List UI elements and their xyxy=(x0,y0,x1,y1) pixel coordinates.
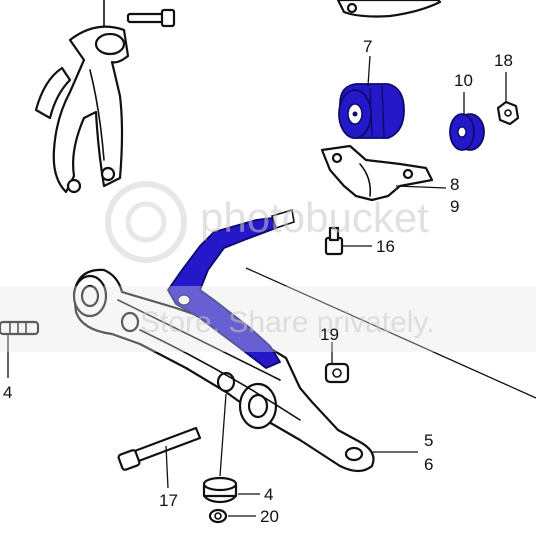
lower-arm xyxy=(72,268,375,473)
callout-18: 18 xyxy=(494,51,513,70)
callout-6: 6 xyxy=(424,455,433,474)
left-stud xyxy=(0,320,40,336)
top-bolt xyxy=(126,8,176,28)
upper-knuckle-arm xyxy=(34,0,130,194)
callout-9: 9 xyxy=(450,197,459,216)
part-callouts: 7 18 10 8 9 16 19 4 5 6 17 4 20 xyxy=(3,37,513,526)
watermark: photobucket Store. Share privately. xyxy=(0,181,536,352)
compliance-bushing xyxy=(338,83,405,139)
bolt-16 xyxy=(324,226,344,256)
callout-5: 5 xyxy=(424,431,433,450)
watermark-tagline: Store. Share privately. xyxy=(140,306,435,339)
bottom-bushing xyxy=(202,476,238,524)
top-right-bracket xyxy=(336,0,442,18)
radius-rod xyxy=(167,208,295,369)
nut-19 xyxy=(324,362,350,384)
watermark-brand: photobucket xyxy=(200,194,429,241)
callout-8: 8 xyxy=(450,175,459,194)
flange-nut xyxy=(496,100,520,126)
leader-lines xyxy=(7,55,536,517)
long-bolt xyxy=(117,426,202,471)
callout-4-bottom: 4 xyxy=(264,485,273,504)
callout-7: 7 xyxy=(363,37,372,56)
callout-10: 10 xyxy=(454,71,473,90)
callout-20: 20 xyxy=(260,507,279,526)
callout-17: 17 xyxy=(159,491,178,510)
bushing-bracket xyxy=(320,144,434,202)
small-bushing xyxy=(449,113,485,151)
callout-19: 19 xyxy=(320,325,339,344)
callout-4-left: 4 xyxy=(3,383,12,402)
callout-16: 16 xyxy=(376,237,395,256)
